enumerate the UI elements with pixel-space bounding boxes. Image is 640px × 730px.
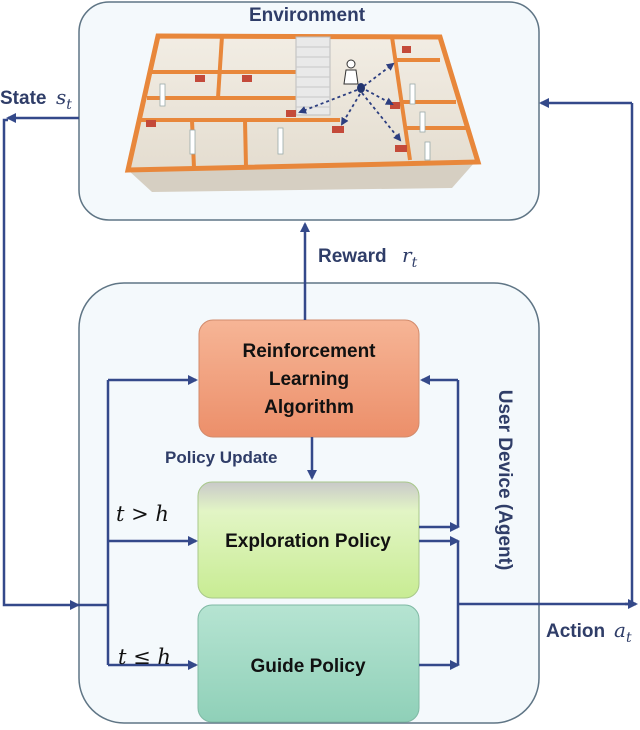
guide-policy-label: Guide Policy — [250, 656, 366, 677]
guide-condition: t ≤ h — [118, 645, 171, 669]
access-point-marker — [402, 46, 411, 53]
guide-policy-box — [197, 604, 420, 723]
state-label: State — [0, 88, 46, 109]
access-point-marker — [146, 120, 156, 127]
access-point-marker — [195, 75, 205, 82]
access-point-marker — [390, 102, 400, 109]
access-point-marker — [395, 145, 407, 152]
exploration-policy-label: Exploration Policy — [225, 531, 391, 552]
rl-box-line3: Algorithm — [264, 397, 354, 418]
agent-label: User Device (Agent) — [494, 390, 515, 571]
reward-symbol: rt — [402, 243, 418, 271]
action-symbol: at — [614, 618, 632, 646]
connection-wires — [2, 98, 638, 670]
environment-title: Environment — [249, 5, 366, 26]
reward-label: Reward — [318, 246, 387, 267]
user-icon — [343, 59, 365, 93]
access-point-marker — [332, 126, 344, 133]
access-point-marker — [286, 110, 296, 117]
action-label: Action — [546, 621, 605, 642]
access-point-marker — [242, 75, 252, 82]
policy-update-label: Policy Update — [165, 448, 277, 467]
rl-box-line1: Reinforcement — [242, 341, 376, 362]
state-symbol: st — [56, 85, 72, 113]
floor-plan-illustration — [124, 33, 482, 192]
rl-algorithm-box — [198, 319, 420, 438]
exploration-condition: t > h — [116, 502, 169, 526]
rl-box-line2: Learning — [269, 369, 349, 390]
